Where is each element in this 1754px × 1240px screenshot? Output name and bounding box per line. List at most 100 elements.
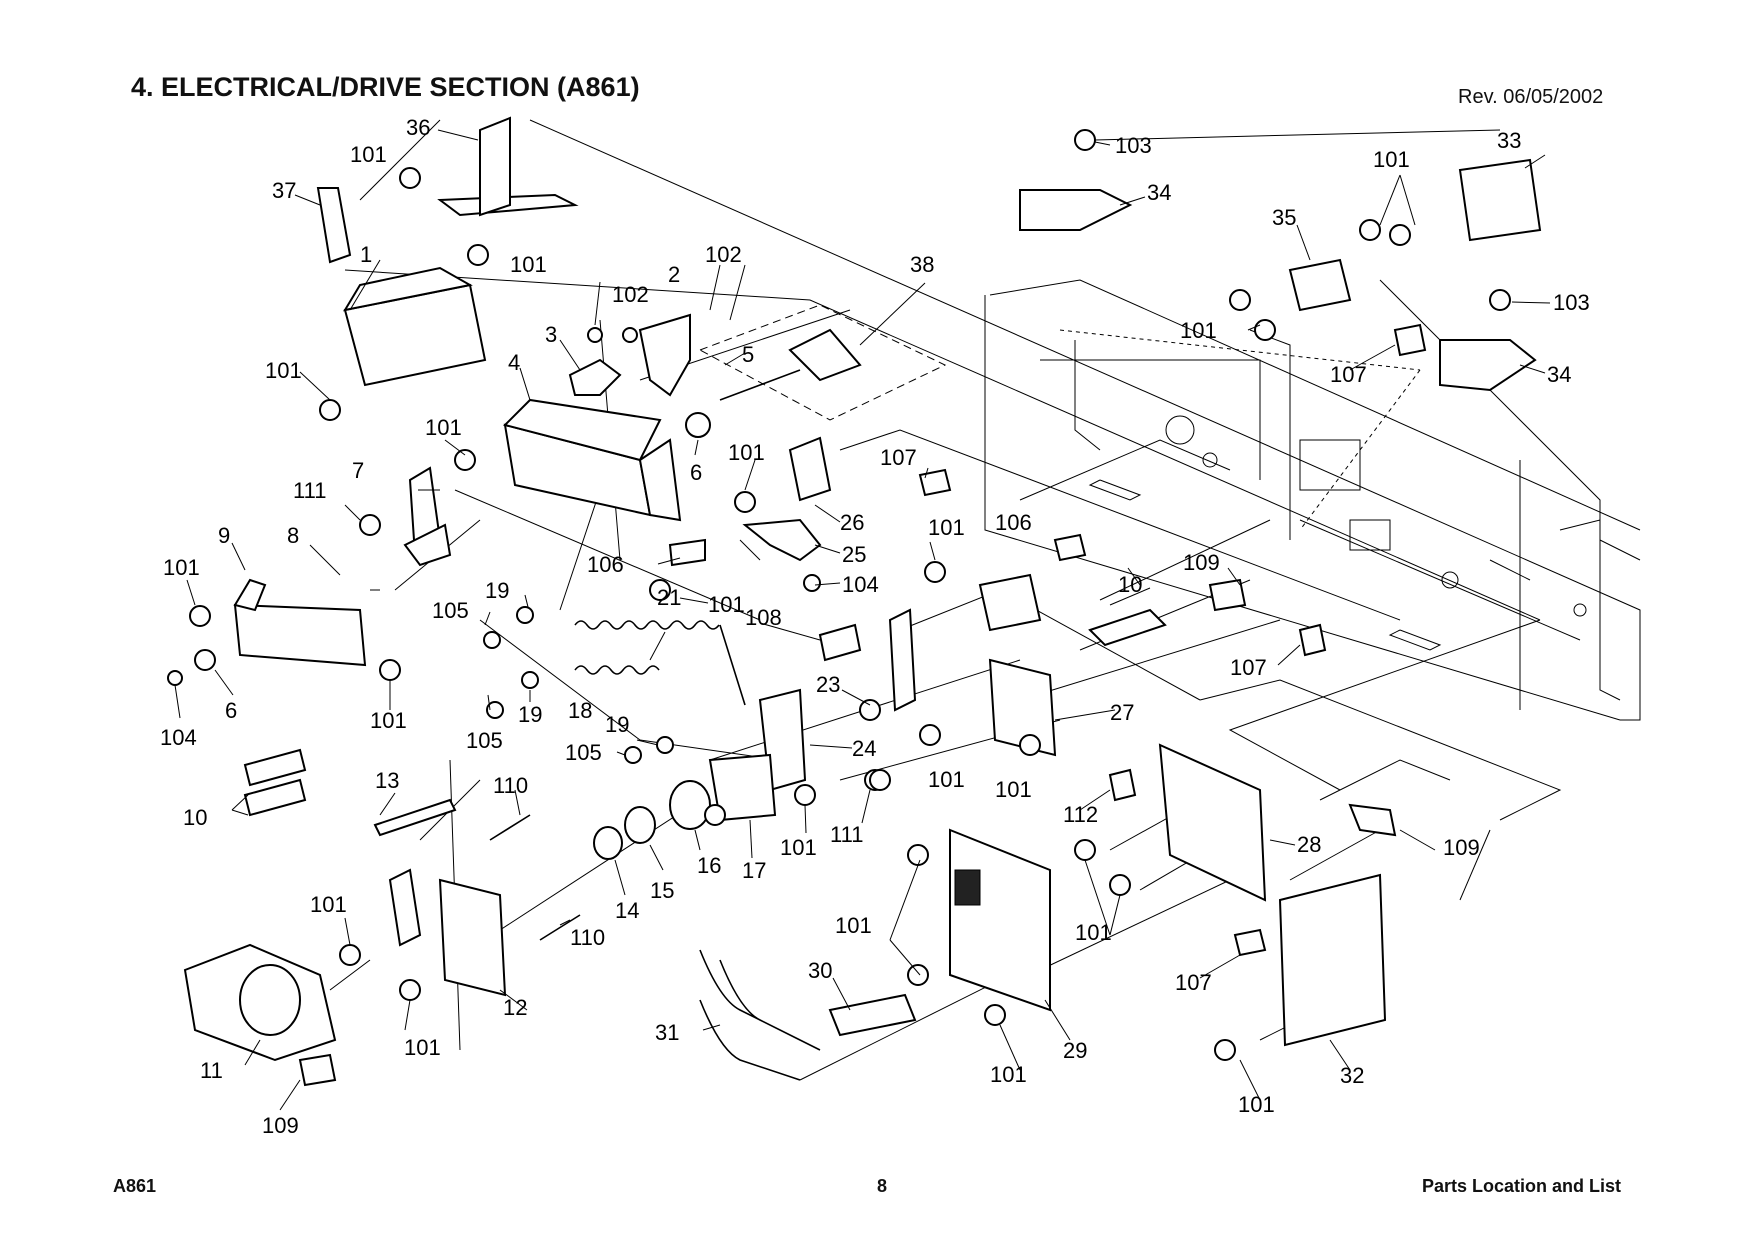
part-clip-109-a [1208, 578, 1247, 612]
part-clip-107-b [1298, 623, 1327, 657]
callout-label: 101 [1075, 920, 1112, 945]
part-clip-108 [818, 623, 862, 662]
callout-label: 11 [200, 1058, 223, 1083]
callout-label: 102 [705, 242, 742, 267]
callout-label: 106 [587, 552, 624, 577]
footer-model: A861 [113, 1176, 157, 1196]
callout-label: 6 [690, 460, 702, 485]
part-shaft-110-a [489, 814, 531, 841]
callout-label: 16 [697, 853, 721, 878]
callout-label: 103 [1553, 290, 1590, 315]
callout-label: 30 [808, 958, 832, 983]
callout-label: 33 [1497, 128, 1521, 153]
callout-label: 6 [225, 698, 237, 723]
part-bracket-26 [788, 436, 832, 502]
callout-label: 10 [1118, 572, 1142, 597]
callout-label: 31 [655, 1020, 679, 1045]
footer-section-name: Parts Location and List [1422, 1176, 1622, 1196]
callout-label: 34 [1147, 180, 1171, 205]
callout-label: 9 [218, 523, 230, 548]
part-plate-37 [316, 187, 352, 264]
part-clip-106-a [1053, 533, 1087, 562]
part-pcb-29 [949, 828, 1051, 1012]
callout-label: 37 [272, 178, 296, 203]
part-actuator-10-a [243, 748, 307, 787]
callout-label: 101 [708, 592, 745, 617]
callout-label: 111 [293, 478, 326, 503]
part-cam-3 [568, 358, 622, 396]
callout-label: 107 [1330, 362, 1367, 387]
part-bracket-28 [1158, 743, 1267, 902]
callout-label: 109 [262, 1113, 299, 1138]
part-clip-107-c [1233, 928, 1267, 957]
part-cable-30 [828, 993, 917, 1037]
callout-label: 101 [835, 913, 872, 938]
callout-label: 26 [840, 510, 864, 535]
callout-label: 38 [910, 252, 934, 277]
part-clip-107-a [918, 468, 952, 497]
callout-label: 19 [518, 702, 542, 727]
part-bracket-33 [1458, 158, 1542, 242]
parts [167, 116, 1542, 1087]
callout-label: 101 [404, 1035, 441, 1060]
callout-label: 101 [350, 142, 387, 167]
callout-label: 19 [485, 578, 509, 603]
callout-label: 102 [612, 282, 649, 307]
part-clip-109-c [298, 1053, 337, 1087]
callout-label: 18 [568, 698, 592, 723]
part-bracket-12 [438, 878, 507, 997]
callout-label: 15 [650, 878, 674, 903]
callout-label: 24 [852, 736, 876, 761]
callout-label: 21 [657, 585, 681, 610]
callout-label: 23 [816, 672, 840, 697]
callout-label: 101 [510, 252, 547, 277]
part-bracket-17 [708, 753, 777, 822]
callout-label: 10 [183, 805, 207, 830]
part-gear-14 [593, 826, 623, 860]
callout-label: 109 [1443, 835, 1480, 860]
callout-label: 101 [1238, 1092, 1275, 1117]
part-lever-2 [638, 313, 691, 397]
callout-label: 27 [1110, 700, 1134, 725]
part-bracket-34-a [1019, 189, 1133, 231]
part-spring-18 [574, 665, 660, 675]
callout-label: 104 [160, 725, 197, 750]
callout-label: 101 [265, 358, 302, 383]
part-13 [373, 798, 457, 837]
callout-label: 105 [466, 728, 503, 753]
callout-label: 101 [728, 440, 765, 465]
part-actuator-10-c [1088, 608, 1167, 647]
part-clip-106-b [668, 538, 706, 567]
callout-label: 17 [742, 858, 766, 883]
callout-label: 7 [352, 458, 364, 483]
callout-label: 112 [1063, 802, 1098, 827]
part-35 [1288, 258, 1352, 312]
footer-page-number: 8 [877, 1176, 888, 1196]
callout-label: 12 [503, 995, 527, 1020]
callout-label: 35 [1272, 205, 1296, 230]
callout-label: 101 [1180, 318, 1217, 343]
part-clip-109-b [1348, 803, 1397, 837]
callout-label: 101 [425, 415, 462, 440]
callout-label: 36 [406, 115, 430, 140]
part-bracket-27 [988, 658, 1057, 757]
callout-label: 101 [310, 892, 347, 917]
callout-label: 104 [842, 572, 879, 597]
callout-label: 5 [742, 342, 754, 367]
part-bracket-34-b [1439, 339, 1537, 392]
callout-label: 101 [928, 515, 965, 540]
callout-label: 101 [780, 835, 817, 860]
callout-label: 101 [990, 1062, 1027, 1087]
callout-label: 110 [493, 773, 528, 798]
callout-label: 19 [605, 712, 629, 737]
part-assembly-38 [698, 304, 947, 421]
part-shaft-110-b [539, 914, 581, 941]
callout-label: 101 [163, 555, 200, 580]
part-spring-21 [574, 620, 720, 630]
callout-label: 108 [745, 605, 782, 630]
part-harness-31 [699, 949, 821, 1081]
part-frame-9 [233, 603, 367, 667]
callout-label: 101 [995, 777, 1032, 802]
callout-lines [174, 129, 1551, 1111]
